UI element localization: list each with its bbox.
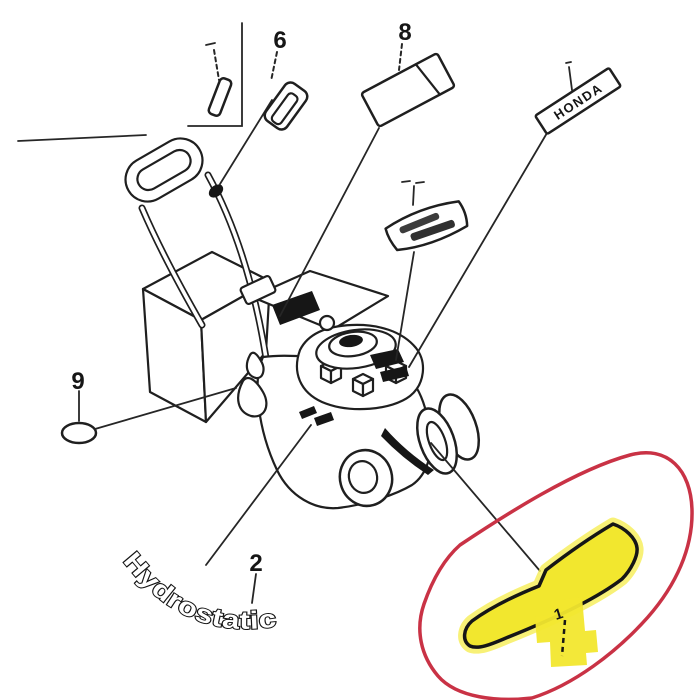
- console-cap: [239, 274, 277, 306]
- leader-lines: [17, 22, 573, 604]
- plate-text-smudge: [410, 219, 455, 241]
- callout-number-9: 9: [71, 368, 84, 395]
- rear-decal-band: [381, 428, 434, 475]
- handle-mount-pad: [208, 184, 224, 198]
- bracket-leader: [187, 22, 243, 127]
- strip-label-leader: [213, 49, 220, 81]
- mower-illustration: [124, 137, 481, 510]
- wheels: [338, 393, 481, 508]
- warning-plate-label: [384, 200, 469, 252]
- plate-stem: [412, 185, 415, 206]
- label-6-leader: [219, 99, 273, 185]
- honda-leader: [408, 132, 548, 368]
- handlebar: [124, 137, 270, 362]
- deck-decal-strips: [299, 406, 334, 426]
- honda-emblem: HONDA: [534, 67, 622, 135]
- handle-grip-loop: [124, 137, 204, 203]
- callout-number-6: 6: [273, 27, 286, 54]
- console-decal-patch: [272, 291, 320, 325]
- honda-stem: [568, 66, 573, 91]
- callout-8-leader: [398, 43, 403, 71]
- item-9-leader: [94, 387, 237, 430]
- tick: [205, 42, 216, 46]
- plate-leader: [395, 251, 415, 361]
- callout-numbers: 6 8 9 2: [71, 19, 411, 577]
- strip-label: [207, 77, 233, 117]
- item-6-channel-label: [263, 81, 309, 131]
- grass-bag: [141, 250, 272, 424]
- tick: [565, 61, 572, 64]
- engine-pulley: [339, 334, 363, 348]
- hydrostatic-leader: [205, 424, 312, 566]
- engine: [295, 314, 424, 411]
- callout-number-2: 2: [249, 550, 262, 577]
- item-1-swoosh-label: [462, 522, 639, 649]
- item-1-leader: [430, 442, 541, 572]
- callout-2-stem: [251, 573, 257, 604]
- callout-1-highlight: [535, 597, 598, 667]
- tick: [401, 180, 425, 184]
- item-9-oval-label: [60, 421, 98, 445]
- console: [239, 269, 390, 332]
- callout-1-stem: [560, 619, 567, 657]
- callout-number-8: 8: [398, 19, 411, 46]
- handle-leader: [17, 134, 147, 142]
- plate-text-smudge: [399, 212, 440, 234]
- label-8-leader: [279, 127, 380, 317]
- item-8-label: [360, 52, 456, 128]
- engine-decal-patch-2: [380, 366, 409, 382]
- fuel-cap: [318, 314, 336, 332]
- red-highlight-circle: [418, 451, 694, 700]
- item-1-highlighted-label: 1: [418, 451, 694, 700]
- engine-decal-patch-1: [370, 349, 404, 369]
- deck-left-guard: [237, 351, 268, 418]
- callout-6-leader: [270, 51, 278, 82]
